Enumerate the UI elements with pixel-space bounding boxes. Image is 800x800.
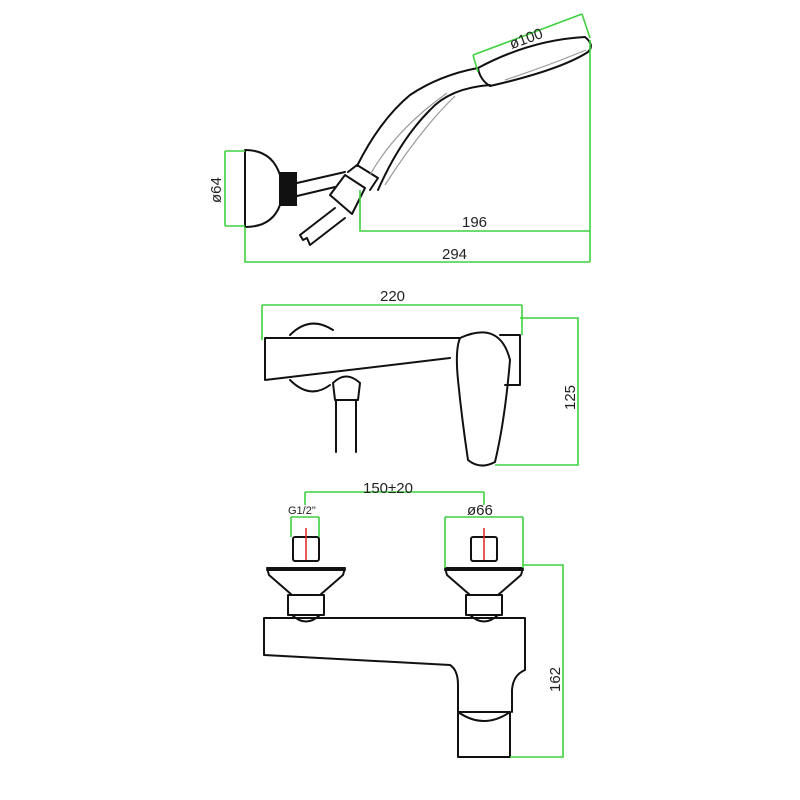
dim-overall-height [510, 564, 564, 758]
label-bracket-diameter: ø64 [208, 177, 225, 203]
spray-face [504, 49, 587, 81]
label-head-diameter: ø100 [507, 25, 545, 53]
label-thread: G1/2" [288, 505, 316, 517]
label-height: 125 [562, 385, 579, 410]
dim-thread [290, 516, 320, 537]
label-handle-length: 196 [462, 214, 487, 231]
hand-shower-view: ø100 ø64 196 294 [208, 13, 592, 263]
hose-outlet [332, 375, 361, 453]
label-escutcheon-diameter: ø66 [467, 502, 493, 519]
dim-overall-length [244, 40, 591, 263]
shower-handle [356, 67, 491, 191]
dim-center-distance [304, 491, 485, 505]
spout-outlet [457, 711, 511, 722]
shower-head [477, 36, 592, 87]
label-overall-height: 162 [547, 667, 564, 692]
mixer-side-view: 220 125 [261, 288, 579, 467]
dim-bracket-diameter [224, 150, 245, 227]
mixer-front-view: 150±20 G1/2" ø66 162 [263, 480, 564, 758]
label-center-distance: 150±20 [363, 480, 413, 497]
mixer-body [264, 334, 521, 386]
dim-body-length [261, 304, 523, 340]
handle-highlight [369, 92, 456, 186]
label-body-length: 220 [380, 288, 405, 305]
lever-handle [455, 331, 511, 467]
dim-escutcheon-diameter [444, 516, 524, 568]
left-connector [266, 528, 346, 623]
wall-flange [289, 322, 334, 393]
wall-bracket [244, 149, 281, 228]
right-connector [444, 528, 524, 623]
dim-handle-length [359, 190, 590, 232]
bracket-nut [279, 172, 297, 206]
dim-head-diameter [472, 13, 591, 73]
bracket-arm [296, 171, 346, 197]
dim-height [495, 317, 579, 466]
hose [299, 207, 346, 246]
label-overall-length: 294 [442, 246, 467, 263]
mixer-body-front [263, 617, 526, 758]
holder-clip [329, 164, 379, 215]
